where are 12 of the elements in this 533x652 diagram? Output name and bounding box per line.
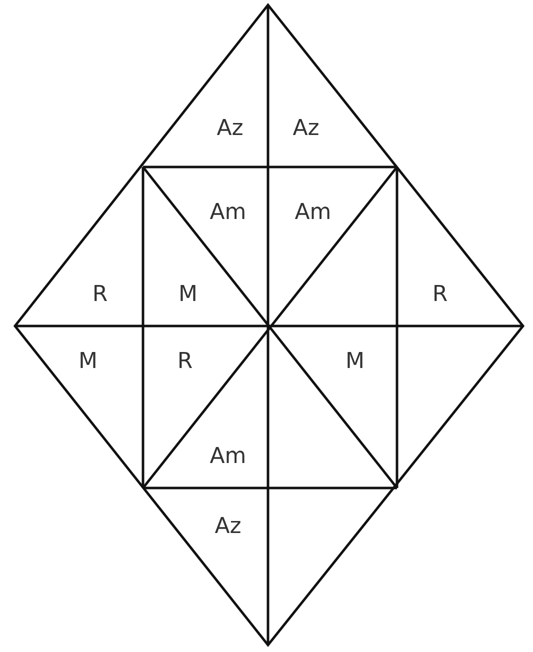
region-label: Am [294,202,332,224]
region-label: M [346,351,364,373]
region-label: Am [210,202,246,224]
region-label: M [78,351,98,373]
region-label: Az [216,118,244,140]
region-label: R [432,284,448,306]
region-label: M [178,284,198,306]
region-label: R [92,284,108,306]
region-label: Am [210,446,246,468]
region-label: R [177,351,193,373]
region-label: Az [292,118,320,140]
region-label: Az [214,516,242,538]
